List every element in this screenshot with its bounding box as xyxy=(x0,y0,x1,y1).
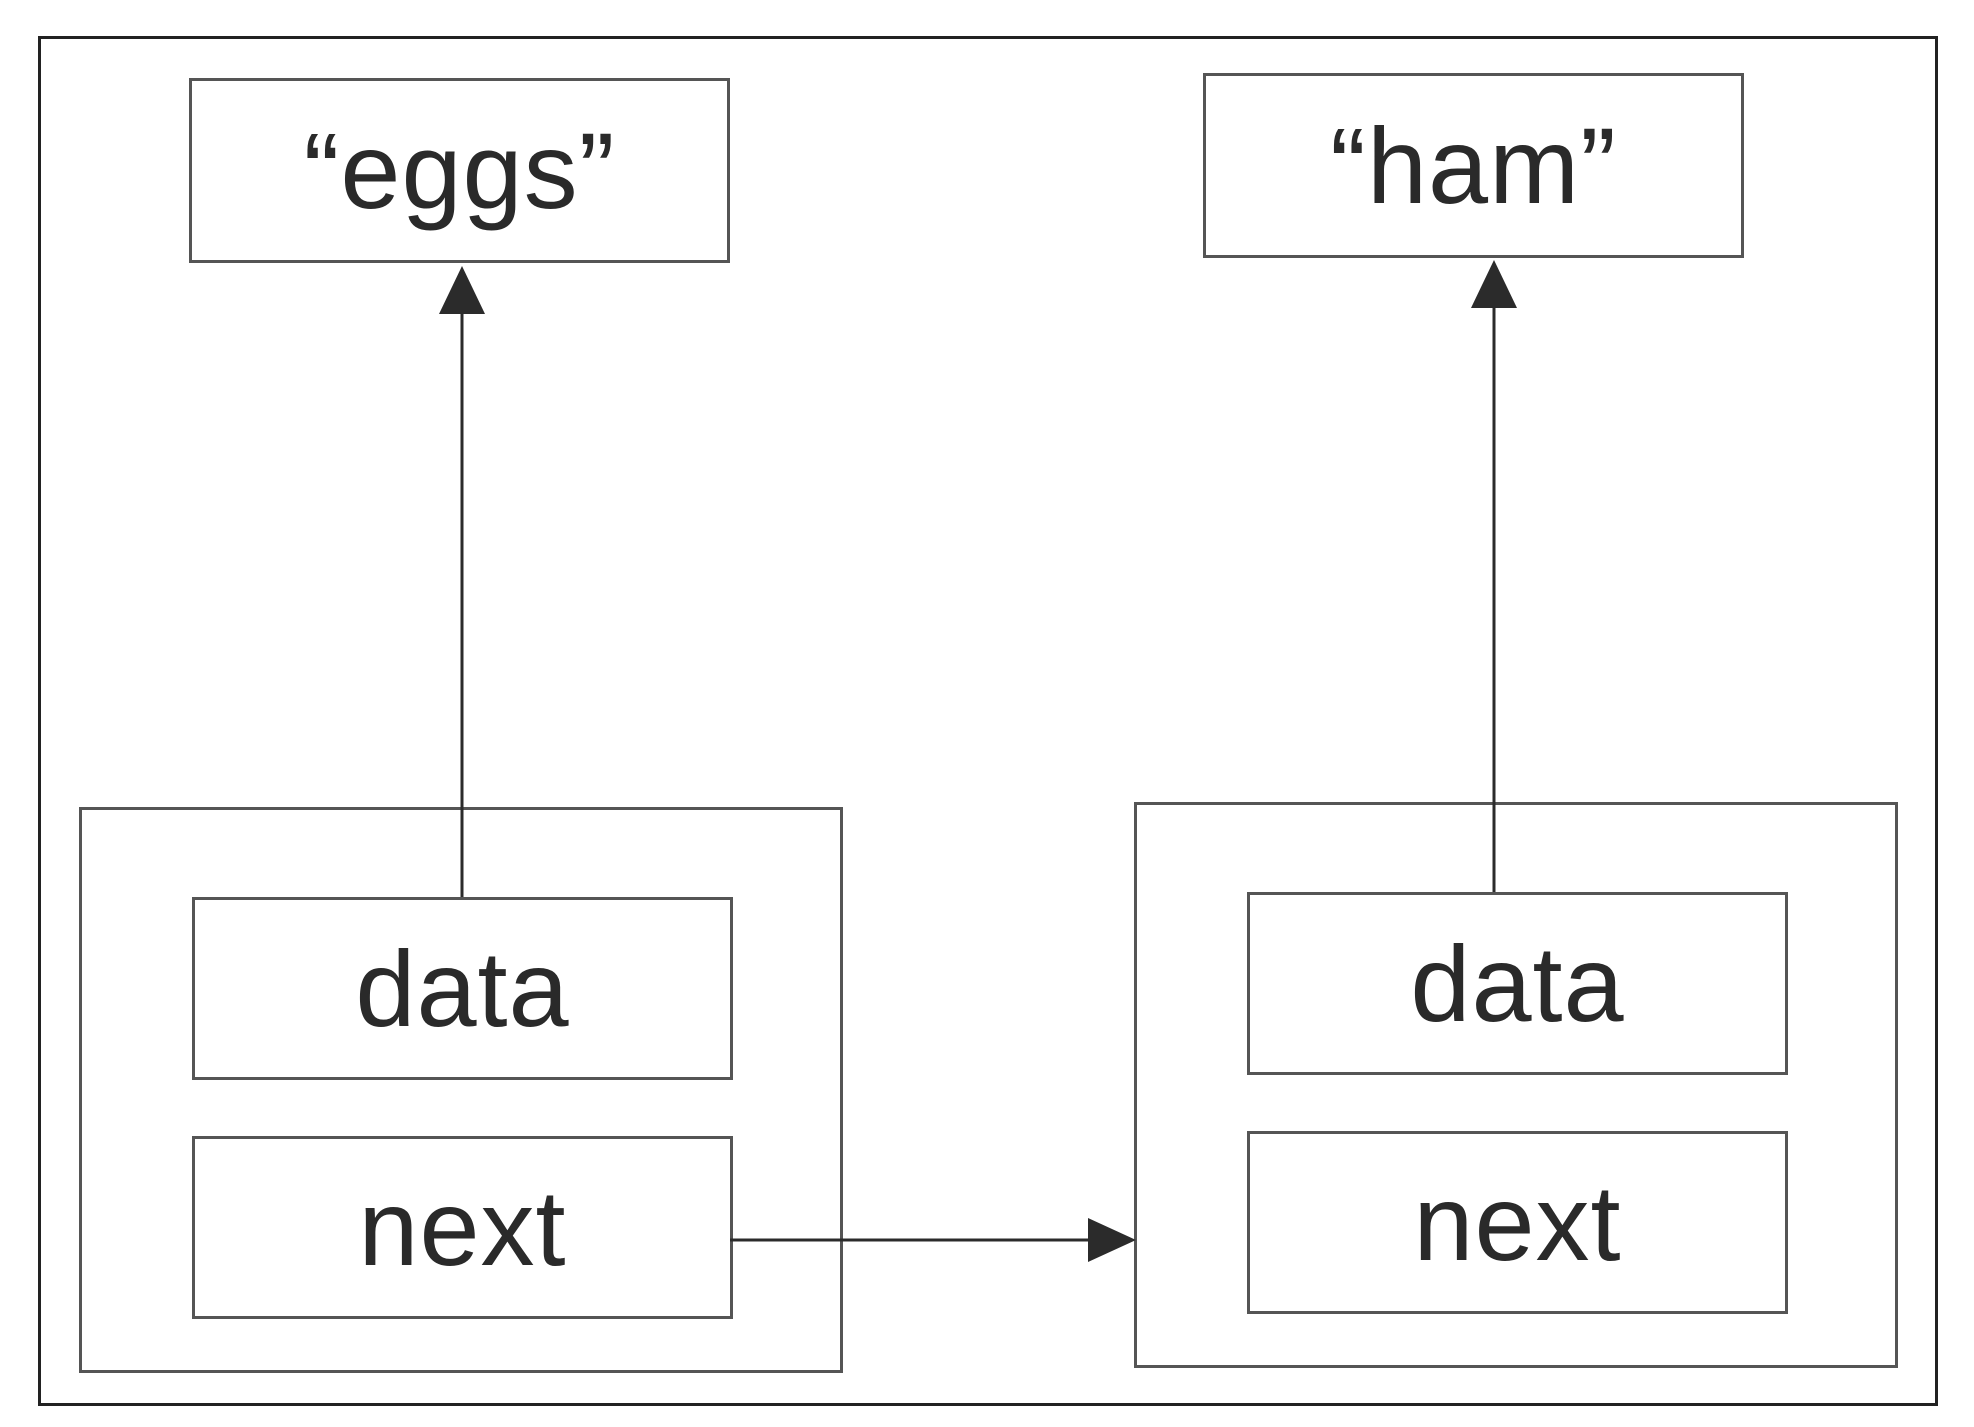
value-box-eggs xyxy=(189,78,730,263)
node-1-next-field xyxy=(192,1136,733,1319)
node-2-container xyxy=(1134,802,1898,1368)
value-box-ham xyxy=(1203,73,1744,258)
node-1-data-label: data xyxy=(355,927,570,1049)
node-1-next-label: next xyxy=(358,1166,567,1288)
value-label-eggs: “eggs” xyxy=(303,109,616,231)
node-2-next-field xyxy=(1247,1131,1788,1314)
node-2-data-label: data xyxy=(1410,922,1625,1044)
value-label-ham: “ham” xyxy=(1329,104,1618,226)
diagram-frame xyxy=(38,36,1938,1406)
node-2-next-label: next xyxy=(1413,1161,1622,1283)
arrow-node-1-next-to-node-2-head xyxy=(1088,1218,1136,1262)
arrow-node-1-data-to-eggs-head xyxy=(439,266,485,314)
arrow-node-2-data-to-ham-head xyxy=(1471,260,1517,308)
node-1-data-field xyxy=(192,897,733,1080)
node-2-data-field xyxy=(1247,892,1788,1075)
